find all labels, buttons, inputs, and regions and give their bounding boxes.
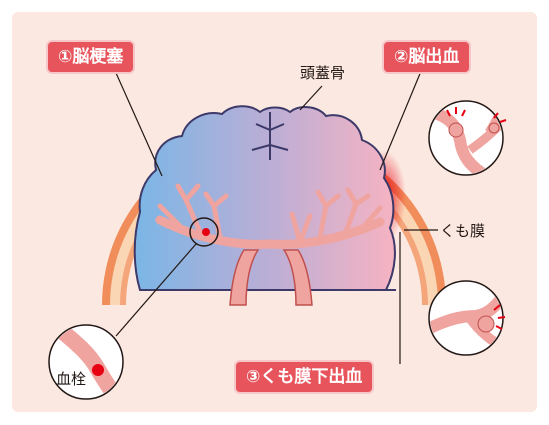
tag-cerebral-hemorrhage: ②脳出血 [384, 42, 469, 72]
label-arachnoid: くも膜 [440, 220, 485, 241]
thrombus-dot [202, 228, 210, 236]
tag-subarachnoid-hemorrhage: ③くも膜下出血 [236, 362, 372, 392]
tag-cerebral-infarction: ①脳梗塞 [48, 42, 133, 72]
label-skull: 頭蓋骨 [300, 62, 345, 83]
label-thrombus: 血栓 [56, 368, 86, 389]
